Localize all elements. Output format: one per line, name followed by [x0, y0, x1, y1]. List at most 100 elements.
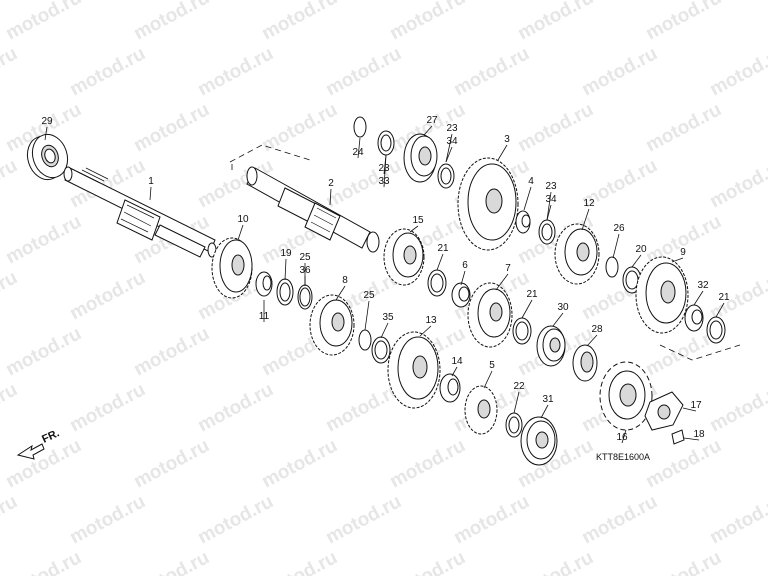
gear-12	[554, 223, 600, 285]
part-number-label: 16	[616, 432, 628, 443]
part-number-label: 33	[378, 176, 390, 187]
callout-leader	[149, 186, 152, 201]
bearing-30	[536, 325, 566, 367]
callout-leader	[621, 429, 627, 444]
washer-21c	[706, 316, 726, 344]
part-number-label: 19	[280, 248, 292, 259]
part-number-label: 13	[425, 315, 437, 326]
part-number-label: 2	[328, 178, 334, 189]
callout-leader	[586, 334, 598, 347]
bushing-6	[451, 282, 471, 308]
seal-28	[572, 344, 598, 382]
part-number-label: 29	[41, 116, 53, 127]
part-number-label: 15	[412, 215, 424, 226]
part-number-label: 23	[545, 181, 557, 192]
part-number-label: 32	[697, 280, 709, 291]
washer-35	[371, 336, 391, 364]
part-number-label: 14	[451, 356, 463, 367]
part-number-label: 23	[378, 163, 390, 174]
part-number-label: 21	[437, 243, 449, 254]
part-number-label: 21	[718, 292, 730, 303]
part-number-label: 28	[591, 324, 603, 335]
callout-leader	[419, 325, 432, 337]
part-number-label: 4	[528, 176, 534, 187]
part-number-label: 35	[382, 312, 394, 323]
callout-leader	[682, 407, 697, 412]
circlip-24	[353, 116, 367, 138]
guide-line-lower	[659, 344, 741, 361]
part-number-label: 25	[363, 290, 375, 301]
part-number-label: 7	[505, 263, 511, 274]
part-number-label: 34	[545, 194, 557, 205]
plate-17	[644, 391, 684, 431]
part-number-label: 26	[613, 223, 625, 234]
front-direction-label: FR.	[40, 427, 61, 445]
bushing-4	[515, 210, 531, 234]
gear-13	[387, 331, 441, 409]
part-number-label: 9	[680, 247, 686, 258]
part-number-label: 23	[446, 123, 458, 134]
circlip-25-36	[297, 284, 313, 310]
bearing-31	[520, 416, 558, 466]
gear-15	[383, 228, 425, 286]
washer-23-34b	[538, 219, 556, 245]
callout-leader	[380, 322, 389, 339]
part-number-label: 36	[299, 265, 311, 276]
part-number-label: 27	[426, 115, 438, 126]
callout-leader	[357, 137, 361, 159]
part-number-label: 24	[352, 147, 364, 158]
bearing-27	[403, 133, 438, 183]
callout-leader	[335, 285, 346, 301]
part-number-label: 11	[259, 311, 270, 322]
callout-leader	[693, 290, 704, 306]
callout-leader	[683, 437, 700, 441]
part-number-label: 22	[513, 381, 525, 392]
gear-3	[457, 157, 519, 251]
bolt-18	[671, 429, 685, 445]
callout-leader	[521, 299, 533, 319]
sprocket-16	[599, 361, 653, 431]
part-number-label: 5	[489, 360, 495, 371]
callout-leader	[423, 125, 433, 136]
callout-leader	[364, 300, 370, 331]
callout-leader	[436, 253, 444, 271]
callout-leader	[445, 133, 453, 163]
part-number-label: 6	[462, 260, 468, 271]
callout-leader	[552, 312, 564, 327]
countershaft-2	[246, 166, 380, 253]
part-number-label: 31	[542, 394, 554, 405]
callout-leader	[495, 273, 509, 291]
bushing-14	[439, 373, 461, 403]
front-direction-arrow: FR.	[16, 427, 61, 460]
callout-leader	[44, 126, 48, 141]
part-number-label: 25	[299, 252, 311, 263]
part-number-label: 12	[583, 198, 595, 209]
callout-leader	[540, 404, 549, 419]
washer-23-34	[437, 163, 455, 189]
callout-leader	[329, 188, 332, 206]
callout-leader	[631, 254, 642, 268]
callout-leader	[546, 204, 552, 221]
callout-leader	[671, 257, 684, 263]
gear-10	[211, 237, 253, 299]
part-number-label: 17	[690, 400, 702, 411]
part-number-label: 10	[237, 214, 249, 225]
circlip-26	[605, 256, 619, 278]
diagram-code: KTT8E1600A	[596, 452, 650, 462]
bearing-29	[26, 133, 69, 181]
part-number-label: 34	[446, 136, 458, 147]
washer-21	[427, 269, 447, 297]
part-number-label: 30	[557, 302, 569, 313]
part-number-label: 3	[504, 134, 510, 145]
guide-line-upper	[229, 144, 311, 170]
circlip-25	[358, 329, 372, 351]
callout-leader	[445, 146, 453, 163]
part-number-label: 20	[635, 244, 647, 255]
bushing-11	[255, 271, 273, 297]
bushing-32	[684, 304, 704, 332]
gear-7	[467, 282, 513, 348]
callout-leader	[237, 224, 244, 241]
callout-leader	[383, 154, 387, 188]
